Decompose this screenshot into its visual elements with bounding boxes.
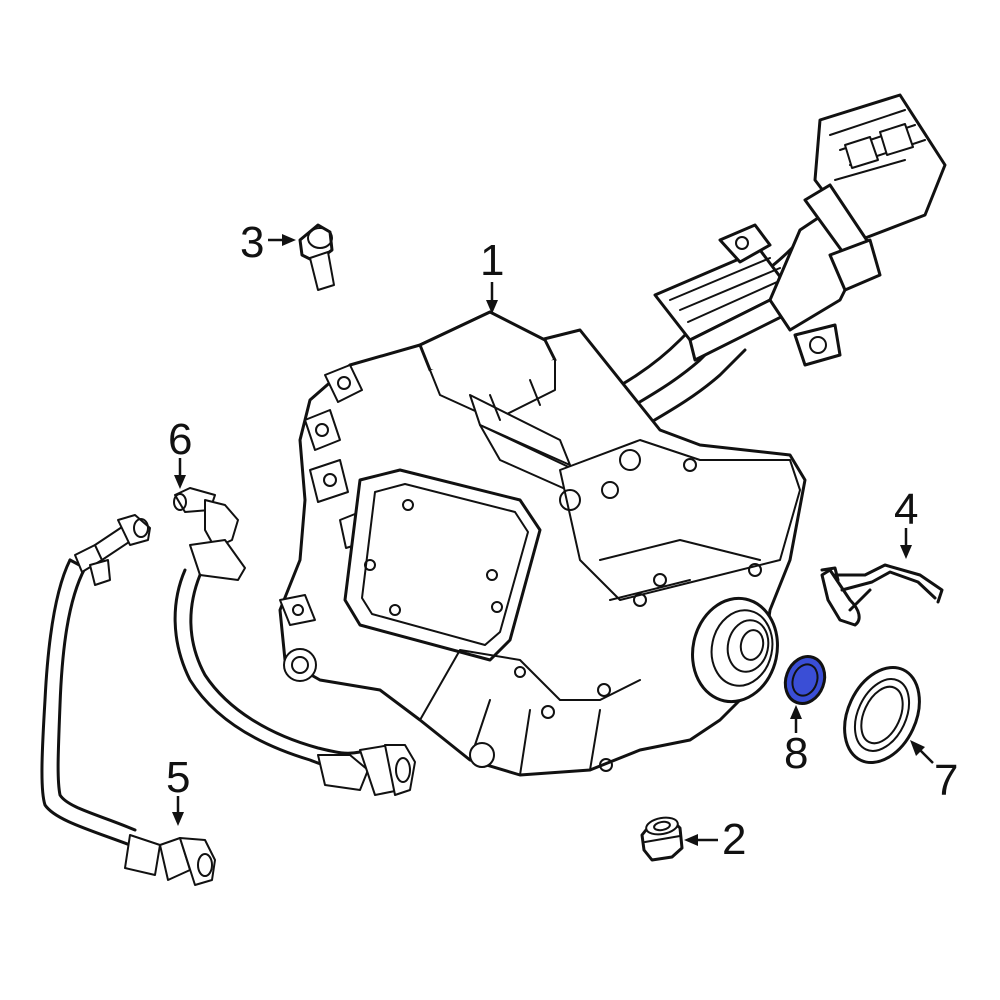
callout-labels: 1 2 3 4 5 6 7 8 xyxy=(166,218,958,864)
inverter-cover xyxy=(343,468,542,662)
output-flange xyxy=(691,596,779,704)
part-3-vent[interactable] xyxy=(298,223,335,291)
callout-5: 5 xyxy=(166,753,190,802)
callout-3: 3 xyxy=(240,218,264,267)
callout-8: 8 xyxy=(784,729,808,778)
callout-7: 7 xyxy=(934,756,958,805)
part-1-drive-unit[interactable] xyxy=(278,93,947,777)
part-4-bracket[interactable] xyxy=(820,563,944,627)
leader-arrows xyxy=(172,234,934,846)
callout-1: 1 xyxy=(480,236,504,285)
housing-body xyxy=(278,310,807,777)
callout-6: 6 xyxy=(168,415,192,464)
callout-2: 2 xyxy=(722,815,746,864)
part-2-plug[interactable] xyxy=(640,815,684,862)
callout-4: 4 xyxy=(894,485,918,534)
wiring-harness xyxy=(558,93,947,457)
part-7-seal[interactable] xyxy=(830,655,934,774)
part-6-coolant-hose[interactable] xyxy=(173,487,416,796)
part-8-seal-highlighted[interactable] xyxy=(779,651,831,709)
part-5-coolant-hose[interactable] xyxy=(40,514,216,886)
